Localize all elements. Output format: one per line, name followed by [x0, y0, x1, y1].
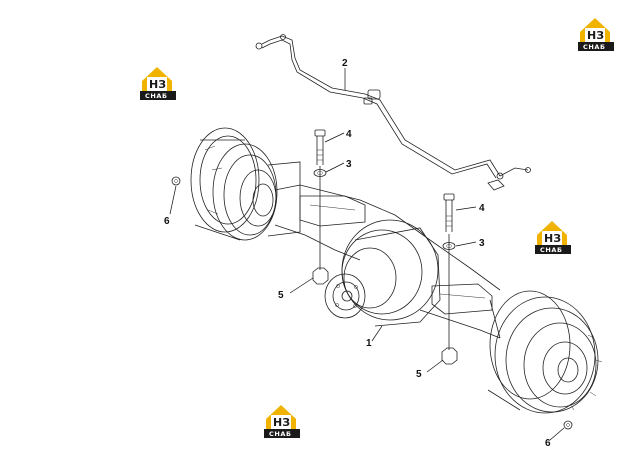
nut-left — [312, 267, 329, 285]
watermark-logo: НЗ СНАБ — [535, 221, 571, 254]
bolt-right — [443, 193, 455, 350]
watermark-text: СНАБ — [269, 430, 292, 438]
part-label-5-right: 5 — [416, 369, 422, 380]
washer-left — [313, 169, 327, 177]
watermark-logo: НЗ СНАБ — [140, 67, 176, 100]
part-label-1: 1 — [366, 338, 372, 349]
part-label-5-left: 5 — [278, 290, 284, 301]
part-label-2: 2 — [342, 58, 348, 69]
watermark-text: СНАБ — [540, 246, 563, 254]
bolt-left — [314, 129, 326, 270]
nut-right — [441, 347, 458, 365]
differential-carrier — [324, 219, 441, 327]
washer-right — [442, 242, 456, 250]
watermark-text: СНАБ — [145, 92, 168, 100]
leader-lines — [169, 68, 565, 441]
watermark-mark: НЗ — [544, 232, 561, 245]
wheel-nut-right — [563, 420, 573, 430]
part-label-4-left: 4 — [346, 129, 352, 140]
watermark-mark: НЗ — [149, 78, 166, 91]
watermark-mark: НЗ — [587, 29, 604, 42]
part-label-6-left: 6 — [164, 216, 170, 227]
part-label-3-right: 3 — [479, 238, 485, 249]
left-wheel-hub — [190, 127, 301, 241]
watermark-logo: НЗ СНАБ — [578, 18, 614, 51]
watermark-mark: НЗ — [273, 416, 290, 429]
axle-housing — [274, 184, 501, 339]
wheel-nut-left — [171, 176, 181, 186]
right-wheel-hub — [487, 290, 603, 414]
watermark-text: СНАБ — [583, 43, 606, 51]
part-label-4-right: 4 — [479, 203, 485, 214]
watermark-logo: НЗ СНАБ — [264, 405, 300, 438]
brake-line — [255, 34, 531, 191]
part-label-3-left: 3 — [346, 159, 352, 170]
part-label-6-right: 6 — [545, 438, 551, 449]
